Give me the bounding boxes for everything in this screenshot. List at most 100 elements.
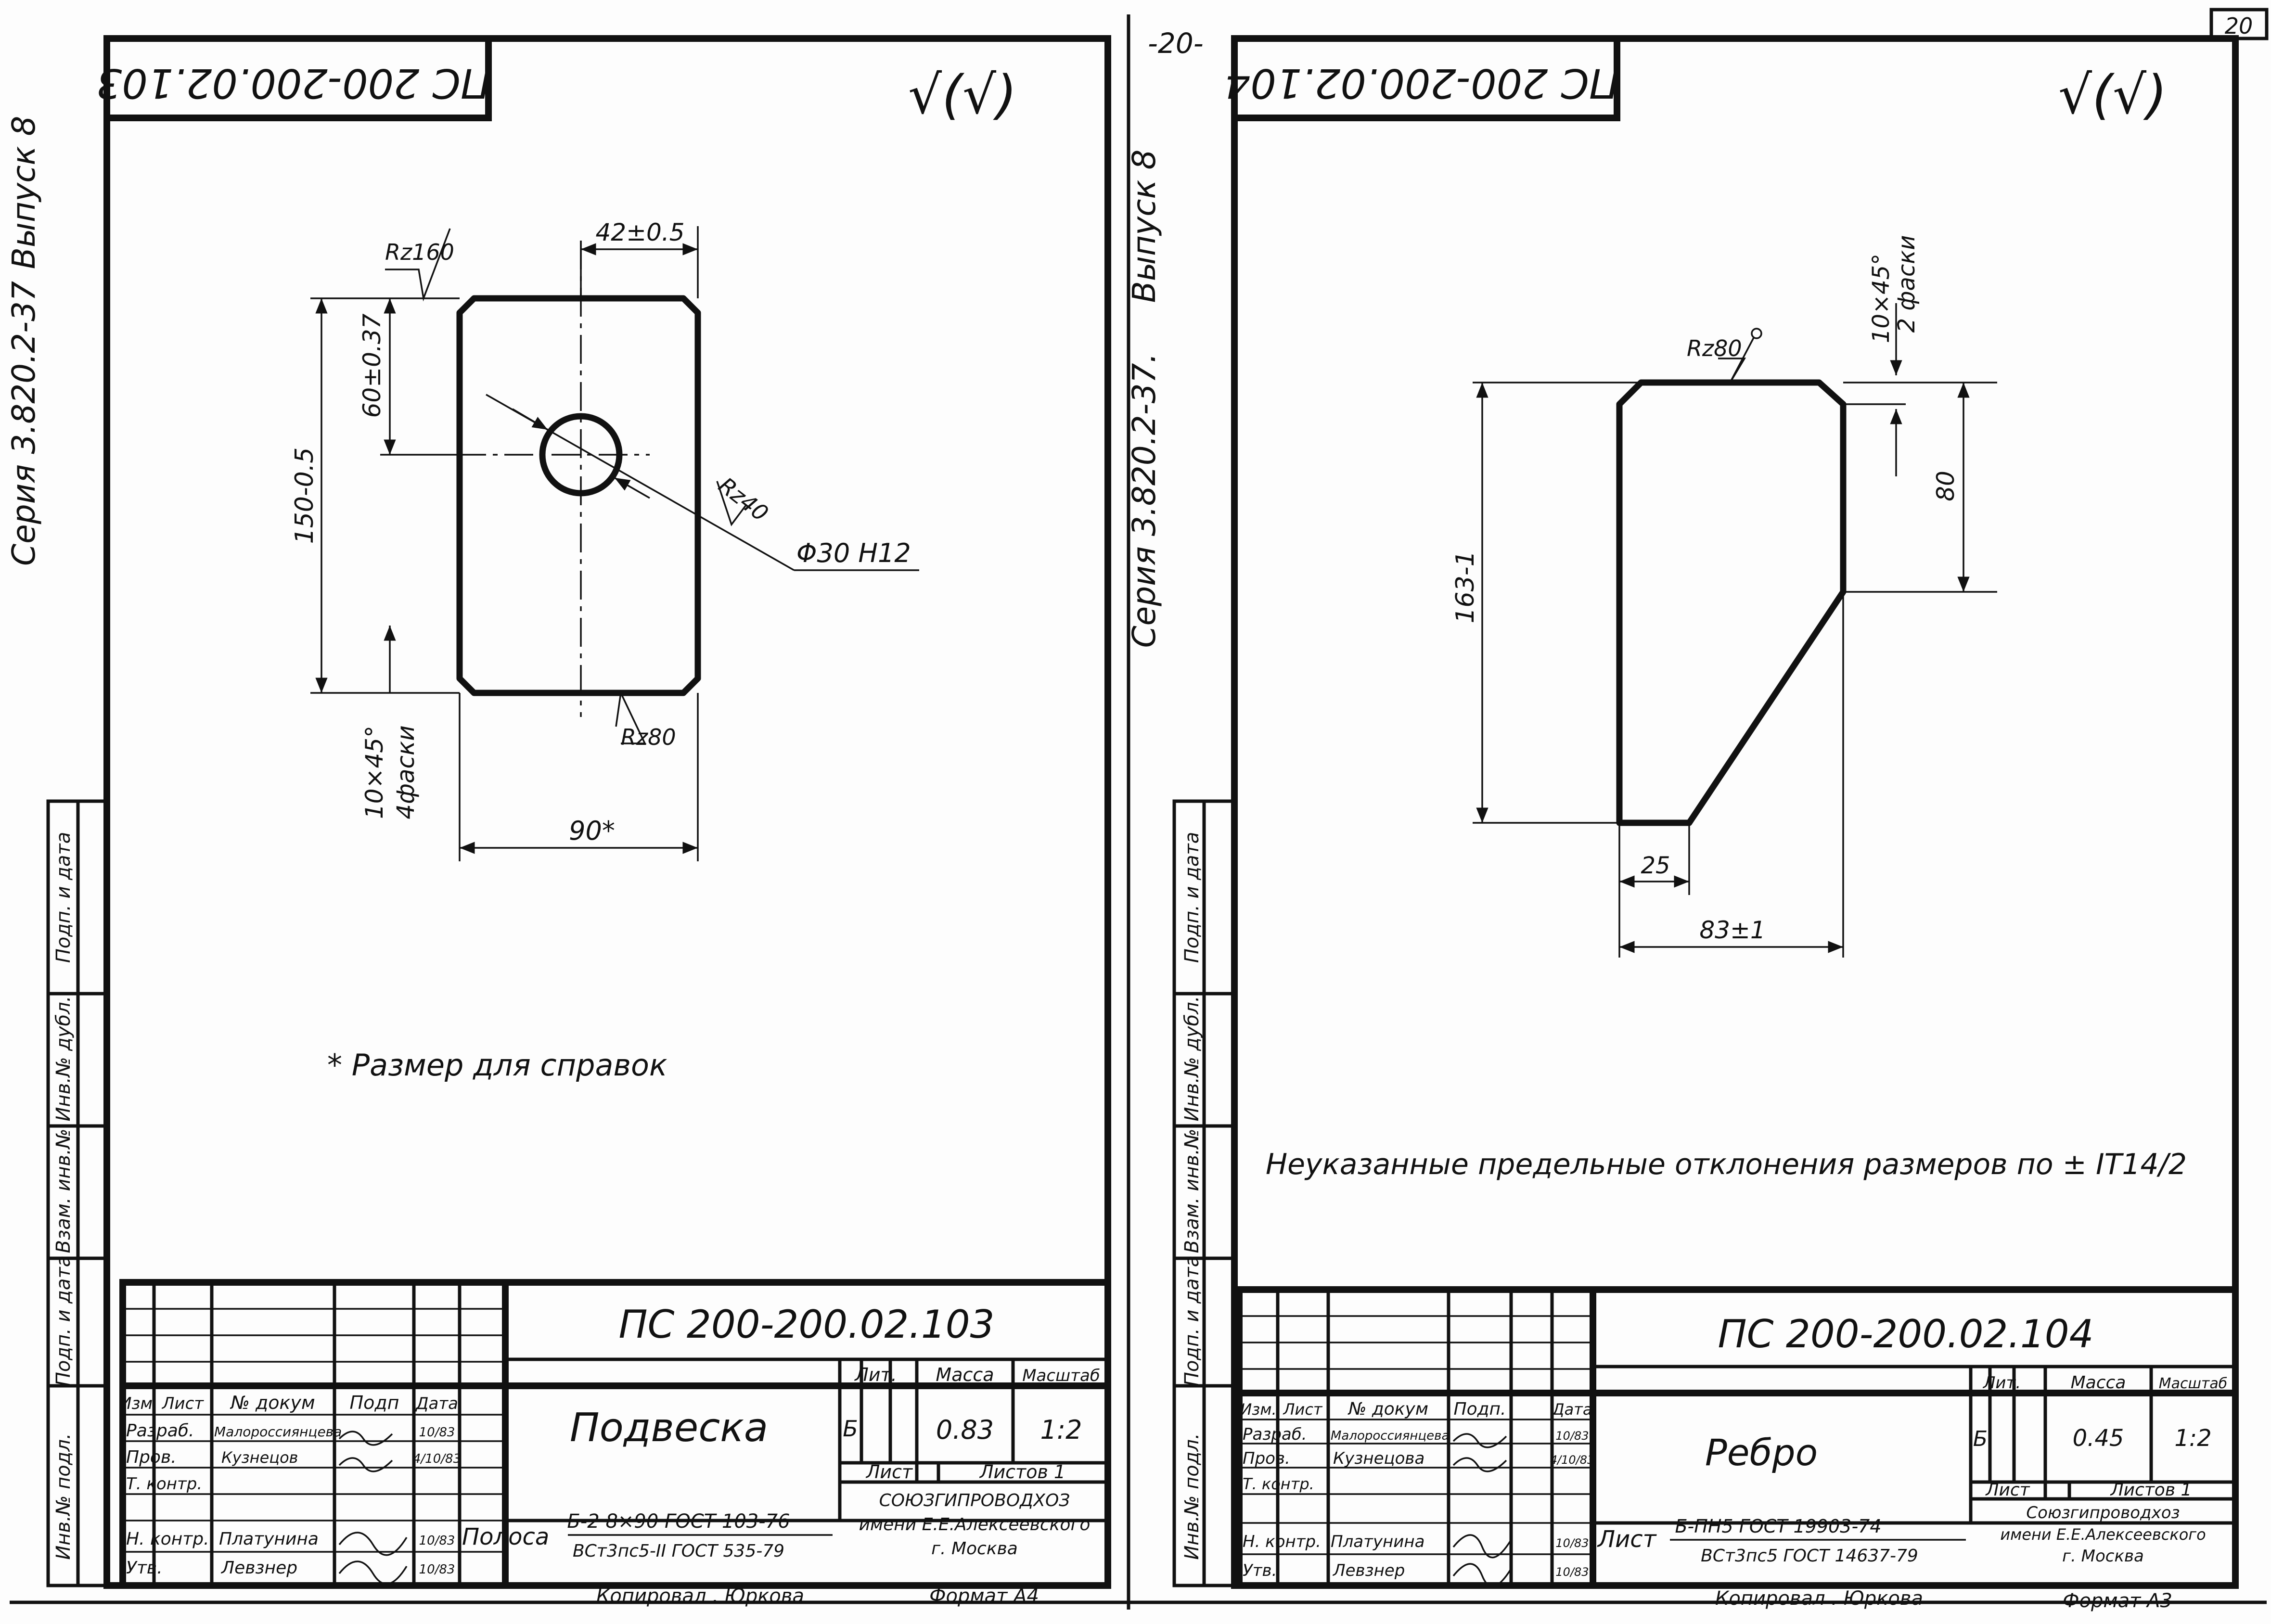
lt-sheet-label: Лист: [865, 1461, 913, 1483]
left-dimensions: 150-0.5 60±0.37 42±0.5 90* 10×45° 4фаски…: [290, 218, 919, 861]
lt-scale-label: Масштаб: [1022, 1366, 1100, 1385]
rt-col-sign: Подп.: [1454, 1399, 1506, 1419]
left-note: * Размер для справок: [327, 1048, 667, 1083]
right-roughness-symbol: √(√): [2058, 64, 2167, 126]
rt-col-doc: № докум: [1347, 1399, 1428, 1419]
left-frame: [103, 35, 1111, 1589]
dim-width: 90*: [569, 816, 615, 846]
left-stamp-code-box: ПС 200-200.02.103: [96, 38, 492, 121]
lt-designation: ПС 200-200.02.103: [618, 1302, 994, 1347]
rt-name-approve: Левзнер: [1332, 1561, 1405, 1580]
lt-mass: 0.83: [936, 1415, 994, 1445]
left-series-label: Серия 3.820.2-37: [5, 281, 42, 566]
dim-rib-chamfer: 10×45°: [1868, 254, 1895, 343]
lt-col-doc: № докум: [230, 1392, 315, 1413]
rt-part-name: Ребро: [1705, 1431, 1818, 1474]
lt-signature-dev: [338, 1431, 393, 1446]
lt-lit-label: Лит.: [854, 1364, 897, 1385]
rt-copied: Копировал . Юркова: [1715, 1587, 1923, 1610]
left-side-stamp-5: Подп. и дата: [52, 832, 75, 963]
lt-org-2: имени Е.Е.Алексеевского: [859, 1515, 1091, 1534]
rt-date-dev: 10/83: [1555, 1429, 1589, 1443]
dim-chamfer-count: 4фаски: [392, 725, 420, 819]
rt-mass: 0.45: [2073, 1425, 2124, 1452]
right-title-block: Изм. Лист № докум Подп. Дата Разраб. Мал…: [1236, 1286, 2239, 1612]
lt-part-name: Подвеска: [570, 1405, 768, 1451]
dim-rz160: Rz160: [385, 239, 454, 265]
right-dimensions: 163-1 80 25 83±1 10×45° 2 фаски: [1451, 235, 1997, 958]
lt-name-approve: Левзнер: [220, 1558, 297, 1578]
lt-date-check: 4/10/83: [413, 1452, 461, 1466]
right-side-stamp-1: Инв.№ подл.: [1181, 1433, 1203, 1560]
lt-date-approve: 10/83: [419, 1562, 455, 1577]
lt-role-dev: Разраб.: [126, 1421, 194, 1441]
left-issue-label: Выпуск 8: [5, 116, 42, 269]
rt-lit-label: Лит.: [1982, 1373, 2021, 1393]
rt-date-approve: 10/83: [1555, 1565, 1589, 1579]
lt-date-ncontr: 10/83: [419, 1534, 455, 1548]
rt-date-check: 4/10/83: [1550, 1453, 1595, 1467]
right-side-stamp-4: Инв.№ дубл.: [1181, 996, 1203, 1122]
rt-org-1: Союзгипроводхоз: [2026, 1503, 2180, 1522]
lt-material-top: Б-2 8×90 ГОСТ 103-76: [567, 1510, 790, 1533]
lt-material-prefix: Полоса: [462, 1523, 549, 1550]
lt-name-check: Кузнецов: [221, 1448, 298, 1467]
rt-col-date: Дата: [1552, 1400, 1592, 1419]
corner-mark: -20-: [1148, 27, 1204, 60]
rt-scale-label: Масштаб: [2159, 1375, 2228, 1392]
right-sheet: ПС 200-200.02.104 √(√) Серия 3.820.2-37.…: [1126, 35, 2239, 1612]
lt-signature-ncontr: [338, 1532, 408, 1556]
rt-material-prefix: Лист: [1597, 1526, 1657, 1553]
left-stamp-code: ПС 200-200.02.103: [96, 60, 491, 107]
right-side-stamp-3: Взам. инв.№: [1181, 1129, 1203, 1253]
rt-role-check: Пров.: [1243, 1449, 1290, 1468]
rt-name-check: Кузнецова: [1333, 1449, 1424, 1468]
lt-copied: Копировал . Юркова: [596, 1585, 804, 1607]
lt-material-bottom: ВСт3пс5-II ГОСТ 535-79: [573, 1541, 784, 1561]
page-number: 20: [2225, 13, 2253, 39]
dim-rib-height-right: 80: [1932, 471, 1960, 501]
left-sheet: ПС 200-200.02.103 √(√) Серия 3.820.2-37 …: [5, 35, 1111, 1607]
left-title-block: Изм. Лист № докум Подп Дата Разраб. Мало…: [119, 1279, 1111, 1607]
lt-role-check: Пров.: [126, 1447, 177, 1467]
dim-height: 150-0.5: [290, 448, 319, 544]
right-note: Неуказанные предельные отклонения размер…: [1266, 1148, 2187, 1181]
right-side-stamp-2: Подп. и дата: [1181, 1255, 1203, 1386]
lt-role-approve: Утв.: [126, 1558, 163, 1578]
dim-rib-bottom: 25: [1641, 852, 1670, 879]
dim-width-top: 42±0.5: [595, 218, 684, 246]
rt-signature-approve: [1452, 1563, 1512, 1587]
rt-col-list: Лист: [1283, 1400, 1322, 1419]
rt-signature-check: [1452, 1457, 1507, 1472]
dim-rib-rz80: Rz80: [1687, 335, 1742, 361]
left-side-stamp-4: Инв.№ дубл.: [52, 996, 75, 1122]
lt-role-tcontr: Т. контр.: [126, 1474, 202, 1494]
right-stamp-code: ПС 200-200.02.104: [1225, 60, 1619, 107]
rt-material-top: Б-ПН5 ГОСТ 19903-74: [1675, 1516, 1881, 1537]
lt-lit-value: Б: [843, 1416, 858, 1442]
rt-signature-ncontr: [1452, 1534, 1512, 1559]
dim-rib-height: 163-1: [1451, 550, 1480, 623]
rt-role-tcontr: Т. контр.: [1243, 1475, 1314, 1493]
dim-hole-offset: 60±0.37: [358, 313, 386, 418]
rt-lit-value: Б: [1973, 1427, 1988, 1451]
rt-org-3: г. Москва: [2062, 1547, 2144, 1566]
rt-org-2: имени Е.Е.Алексеевского: [2000, 1525, 2206, 1544]
lt-name-ncontr: Платунина: [219, 1529, 319, 1549]
lt-name-dev: Малороссиянцева: [214, 1424, 342, 1440]
rt-designation: ПС 200-200.02.104: [1718, 1312, 2093, 1356]
lt-org-1: СОЮЗГИПРОВОДХОЗ: [879, 1491, 1070, 1510]
right-series-label: Серия 3.820.2-37.: [1126, 353, 1163, 648]
right-side-stamp-5: Подп. и дата: [1181, 832, 1203, 963]
right-issue-label: Выпуск 8: [1126, 150, 1163, 303]
lt-col-date: Дата: [415, 1394, 458, 1413]
rt-role-ncontr: Н. контр.: [1243, 1532, 1321, 1551]
rt-signature-dev: [1452, 1433, 1507, 1448]
left-part-plate: [456, 241, 701, 717]
rt-date-ncontr: 10/83: [1555, 1536, 1589, 1550]
left-side-stamp-3: Взам. инв.№: [52, 1129, 75, 1253]
lt-org-3: г. Москва: [931, 1539, 1018, 1559]
dim-rib-chamfer-count: 2 фаски: [1893, 235, 1920, 333]
dim-rib-width: 83±1: [1699, 916, 1765, 944]
